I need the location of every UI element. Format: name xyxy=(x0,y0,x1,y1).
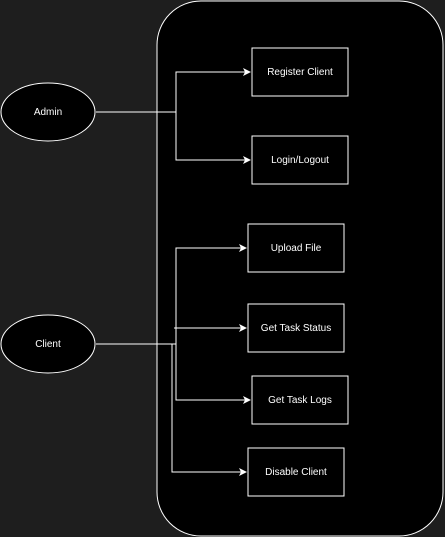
usecase-login-logout[interactable] xyxy=(251,135,349,185)
usecase-register-client[interactable] xyxy=(251,47,349,97)
connector-client-get-task-logs xyxy=(175,344,251,404)
usecase-upload-file[interactable] xyxy=(247,223,345,273)
connectors xyxy=(96,68,251,476)
connector-client-upload-file xyxy=(96,244,247,345)
usecase-get-task-logs[interactable] xyxy=(251,375,349,425)
actor-admin[interactable] xyxy=(0,82,96,142)
usecase-get-task-status[interactable] xyxy=(247,303,345,353)
connector-admin-register-client xyxy=(96,68,251,113)
usecase-disable-client[interactable] xyxy=(247,447,345,497)
connector-admin-login-logout xyxy=(175,112,251,164)
actor-client[interactable] xyxy=(0,314,96,374)
connector-client-disable-client xyxy=(171,344,247,476)
